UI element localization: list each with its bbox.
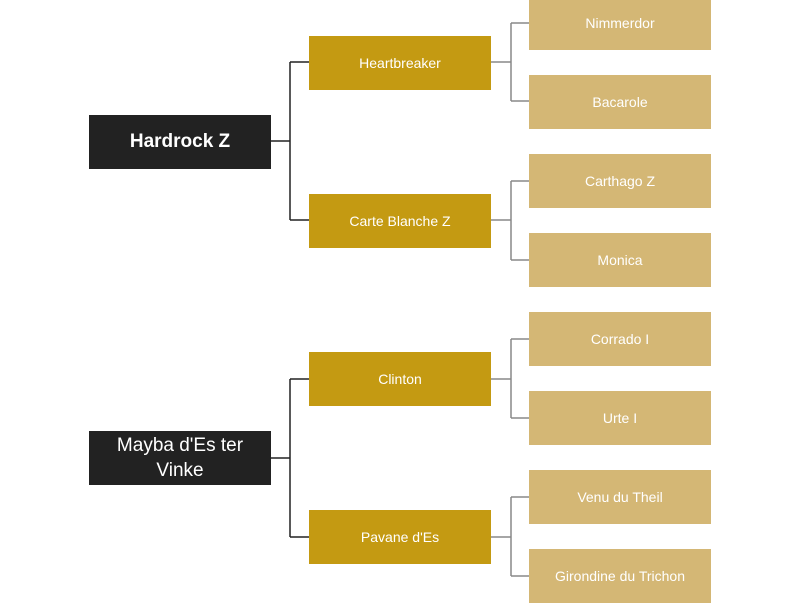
horse-name: Mayba d'Es ter Vinke — [116, 435, 244, 481]
horse-nimmerdor: Nimmerdor — [529, 0, 711, 50]
connector-mayba-to-parents — [270, 378, 309, 538]
horse-venu-du-theil: Venu du Theil — [529, 470, 711, 524]
horse-name: Carthago Z — [584, 173, 656, 189]
connector-carte-blanche — [491, 180, 529, 261]
horse-urte-i: Urte I — [529, 391, 711, 445]
horse-name: Urte I — [602, 410, 638, 426]
horse-heartbreaker: Heartbreaker — [309, 36, 491, 90]
horse-name: Heartbreaker — [359, 55, 441, 71]
horse-name: Monica — [597, 252, 643, 268]
horse-clinton: Clinton — [309, 352, 491, 406]
horse-mayba-des-ter-vinke: Mayba d'Es ter Vinke — [89, 431, 271, 485]
connector-clinton — [491, 338, 529, 419]
horse-name: Corrado I — [590, 331, 650, 347]
horse-name: Clinton — [378, 371, 422, 387]
connector-hardrock-to-parents — [270, 61, 309, 221]
horse-monica: Monica — [529, 233, 711, 287]
horse-name: Hardrock Z — [129, 131, 231, 152]
horse-pavane-des: Pavane d'Es — [309, 510, 491, 564]
horse-name: Girondine du Trichon — [555, 568, 685, 584]
horse-name: Venu du Theil — [577, 489, 663, 505]
horse-carthago-z: Carthago Z — [529, 154, 711, 208]
horse-hardrock-z: Hardrock Z — [89, 115, 271, 169]
connector-heartbreaker — [491, 22, 529, 102]
horse-name: Pavane d'Es — [360, 529, 440, 545]
horse-carte-blanche-z: Carte Blanche Z — [309, 194, 491, 248]
horse-name: Bacarole — [592, 94, 648, 110]
horse-corrado-i: Corrado I — [529, 312, 711, 366]
horse-bacarole: Bacarole — [529, 75, 711, 129]
horse-girondine-du-trichon: Girondine du Trichon — [529, 549, 711, 603]
connector-pavane — [491, 496, 529, 577]
horse-name: Carte Blanche Z — [349, 213, 451, 229]
horse-name: Nimmerdor — [585, 15, 655, 31]
